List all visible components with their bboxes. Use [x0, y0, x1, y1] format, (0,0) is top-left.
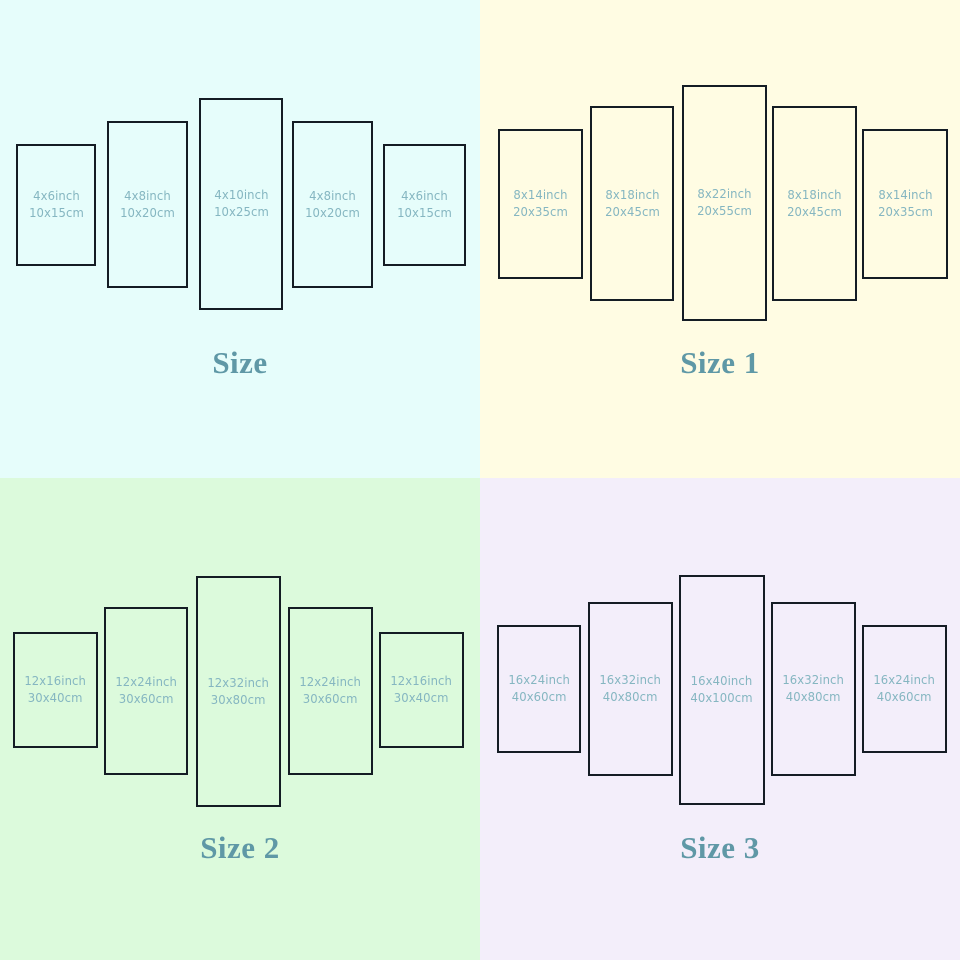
size-label-inch: 8x14inch: [513, 187, 568, 203]
size-label-inch: 8x14inch: [877, 187, 933, 203]
size-label-inch: 16x40inch: [691, 673, 753, 689]
size-label-cm: 10x15cm: [397, 205, 452, 220]
size-label-cm: 30x80cm: [211, 691, 266, 707]
size-label-cm: 10x20cm: [120, 204, 175, 220]
size-label-inch: 16x24inch: [508, 672, 570, 688]
size-label-cm: 10x15cm: [28, 205, 84, 220]
size-label-inch: 8x18inch: [787, 186, 842, 202]
size-label-cm: 10x20cm: [305, 204, 360, 220]
size-label-inch: 12x24inch: [299, 674, 362, 690]
size-label-inch: 16x32inch: [782, 672, 845, 688]
size-label-inch: 4x6inch: [401, 188, 448, 204]
quadrant-title-size-3: Size 3: [680, 830, 760, 865]
size-label-cm: 40x80cm: [786, 689, 841, 704]
size-label-inch: 16x24inch: [873, 672, 936, 688]
size-label-inch: 8x22inch: [697, 186, 752, 202]
size-label-inch: 4x8inch: [309, 187, 356, 203]
size-label-inch: 12x16inch: [24, 673, 87, 689]
size-label-inch: 12x32inch: [207, 674, 270, 690]
quadrant-title-size: Size: [212, 345, 268, 380]
size-label-cm: 40x60cm: [511, 689, 567, 704]
size-label-inch: 16x32inch: [599, 672, 662, 688]
size-label-cm: 20x35cm: [877, 204, 933, 219]
size-label-cm: 10x25cm: [213, 204, 269, 219]
size-label-cm: 30x40cm: [394, 690, 449, 705]
size-label-cm: 20x45cm: [787, 203, 842, 219]
size-label-cm: 20x45cm: [604, 203, 660, 219]
size-label-inch: 4x10inch: [213, 187, 269, 203]
size-label-cm: 40x60cm: [877, 689, 932, 704]
quadrant-title-size-1: Size 1: [680, 345, 760, 380]
size-label-cm: 40x80cm: [603, 689, 658, 704]
quadrant-title-size-2: Size 2: [200, 830, 280, 865]
size-label-cm: 20x55cm: [697, 203, 752, 218]
size-label-inch: 8x18inch: [604, 186, 660, 202]
size-label-inch: 12x24inch: [115, 674, 177, 690]
size-label-inch: 4x6inch: [32, 188, 80, 204]
size-label-cm: 20x35cm: [513, 204, 568, 219]
size-label-cm: 30x60cm: [303, 691, 358, 706]
size-label-inch: 12x16inch: [390, 673, 453, 689]
size-label-cm: 40x100cm: [690, 690, 754, 705]
size-label-inch: 4x8inch: [124, 187, 171, 203]
size-label-cm: 30x60cm: [118, 691, 174, 706]
size-label-cm: 30x40cm: [28, 690, 83, 705]
